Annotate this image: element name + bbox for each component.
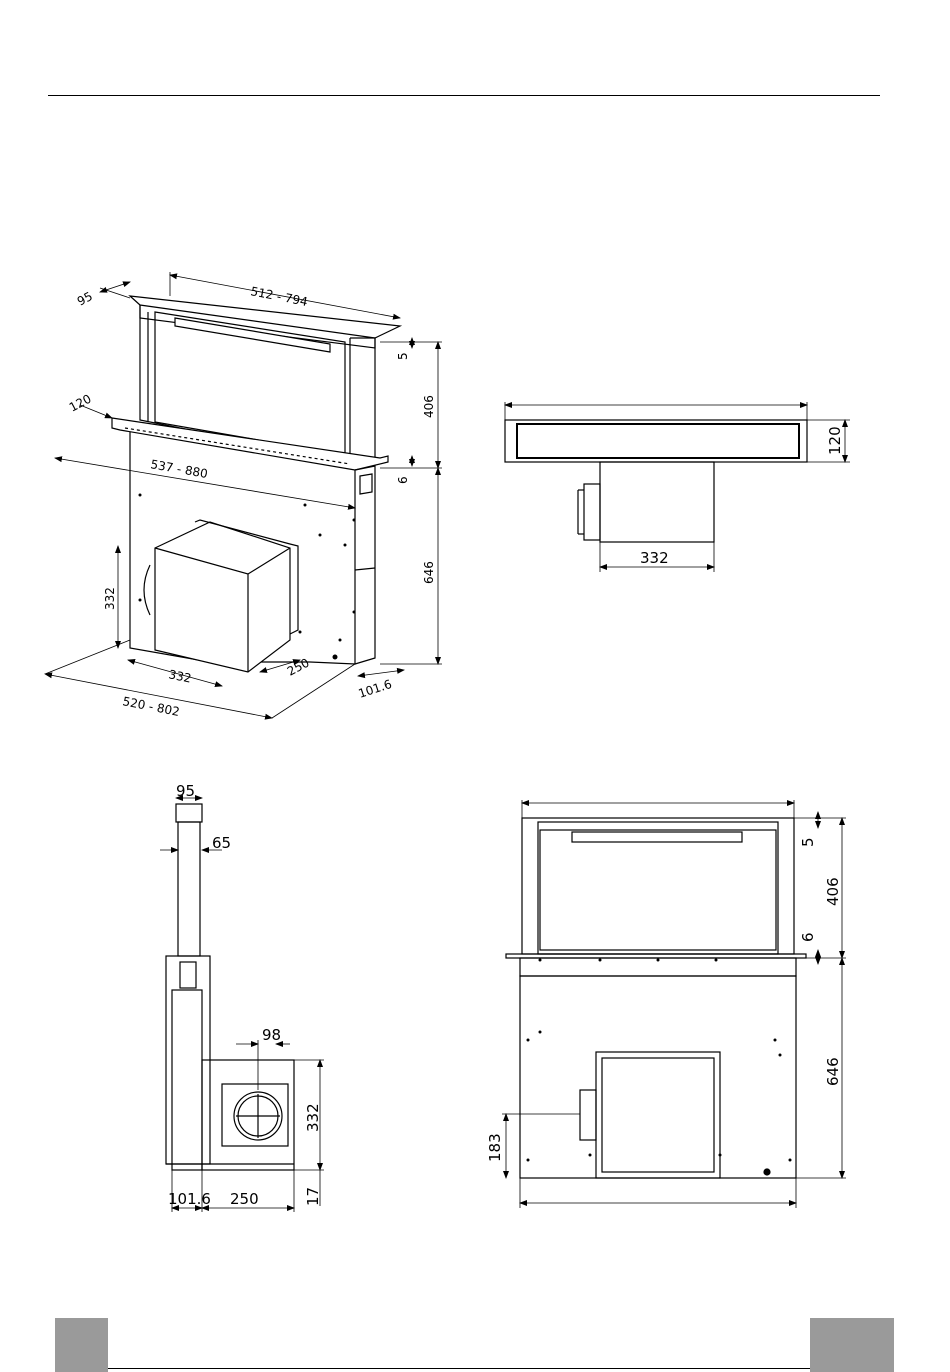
isometric-view	[45, 272, 442, 718]
iso-top-gap-label: 5	[396, 352, 410, 360]
top-view	[505, 402, 850, 572]
front-outlet-height-label: 183	[486, 1133, 504, 1162]
side-motor-depth-label: 250	[230, 1190, 259, 1208]
top-motor-width-label: 332	[640, 549, 669, 567]
side-view-labels: 95 65 98 332 101.6 250 17	[168, 782, 322, 1208]
iso-motor-height-label: 332	[103, 587, 117, 610]
top-depth-label: 120	[826, 426, 844, 455]
side-column-offset-label: 65	[212, 834, 231, 852]
iso-motor-width-label: 332	[167, 667, 192, 685]
footer-left-block	[55, 1318, 108, 1372]
front-top-gap-label: 5	[799, 837, 817, 847]
footer-right-block	[810, 1318, 894, 1372]
front-body-height-label: 646	[824, 1057, 842, 1086]
side-top-depth-label: 95	[176, 782, 195, 800]
iso-plate-thickness-label: 6	[396, 476, 410, 484]
iso-plate-depth-label: 120	[67, 392, 94, 415]
side-bottom-gap-label: 17	[304, 1187, 322, 1206]
iso-depth-top-label: 95	[75, 289, 95, 309]
iso-side-depth-label: 101.6	[357, 677, 394, 701]
iso-motor-depth-label: 250	[285, 656, 312, 679]
front-visible-height-label: 406	[824, 877, 842, 906]
side-motor-height-label: 332	[304, 1103, 322, 1132]
iso-plate-width-label: 537 - 880	[149, 457, 208, 481]
footer-rule	[108, 1368, 810, 1369]
side-base-depth-label: 101.6	[168, 1190, 211, 1208]
side-duct-offset-label: 98	[262, 1026, 281, 1044]
side-view	[160, 798, 324, 1212]
iso-body-height-label: 646	[422, 561, 436, 584]
front-plate-thickness-label: 6	[799, 932, 817, 942]
front-view	[502, 800, 846, 1208]
iso-width-top-label: 512 - 794	[249, 284, 308, 309]
iso-body-width-label: 520 - 802	[121, 694, 180, 719]
iso-visible-height-label: 406	[422, 395, 436, 418]
top-view-labels: 120 332	[640, 426, 844, 567]
